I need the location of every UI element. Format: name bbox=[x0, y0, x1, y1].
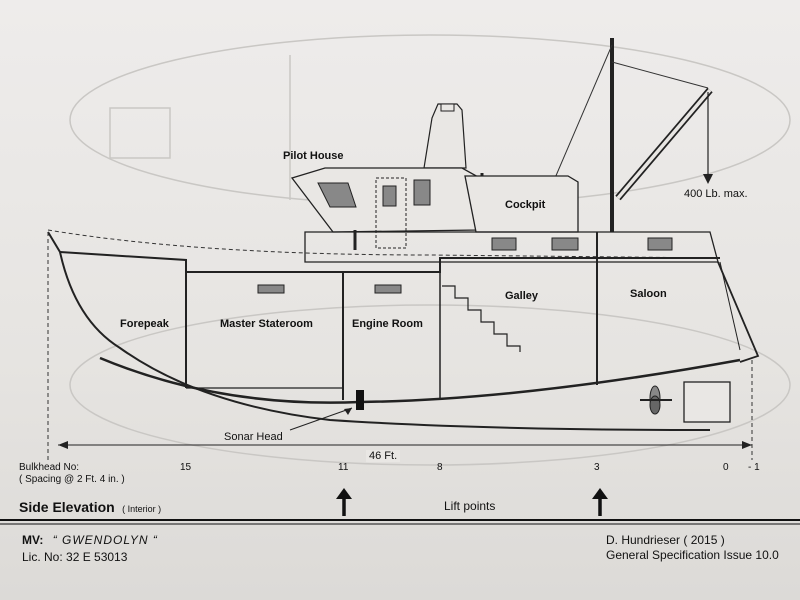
rudder bbox=[683, 381, 731, 423]
bulkhead-number-minus-1: - 1 bbox=[748, 462, 760, 473]
vessel-name: “ GWENDOLYN “ bbox=[52, 533, 158, 547]
sonar-leader bbox=[289, 407, 353, 431]
lift-point-arrow-aft bbox=[592, 488, 608, 516]
bulkhead-spacing: ( Spacing @ 2 Ft. 4 in. ) bbox=[19, 474, 125, 485]
label-cockpit: Cockpit bbox=[505, 199, 546, 211]
bulkhead-number-3: 3 bbox=[594, 462, 600, 473]
label-sonar-head: Sonar Head bbox=[224, 431, 283, 443]
label-overall-length: 46 Ft. bbox=[366, 450, 401, 462]
label-forepeak: Forepeak bbox=[120, 318, 169, 330]
label-saloon: Saloon bbox=[630, 288, 667, 300]
lift-points-label: Lift points bbox=[444, 499, 496, 513]
cabin-window-1 bbox=[491, 237, 517, 251]
bulkhead-label: Bulkhead No: bbox=[19, 462, 80, 473]
pilot-house-door-window bbox=[382, 185, 397, 207]
label-crane-capacity: 400 Lb. max. bbox=[684, 188, 748, 200]
cabin-window-2 bbox=[551, 237, 579, 251]
view-title-subtitle: ( Interior ) bbox=[122, 504, 162, 514]
label-master-stateroom: Master Stateroom bbox=[220, 318, 313, 330]
engine-room-port bbox=[374, 284, 402, 294]
pilot-house-door bbox=[375, 177, 407, 249]
spec-issue: General Specification Issue 10.0 bbox=[606, 548, 779, 562]
stateroom-port bbox=[257, 284, 285, 294]
lift-point-arrow-fore bbox=[336, 488, 352, 516]
view-title: Side Elevation ( Interior ) bbox=[19, 499, 161, 517]
bulkhead-number-0: 0 bbox=[723, 462, 729, 473]
hull bbox=[47, 231, 711, 431]
stack bbox=[423, 103, 467, 169]
crane-hoist-arrow bbox=[703, 174, 713, 184]
cabin-window-3 bbox=[647, 237, 673, 251]
galley-stairs bbox=[442, 285, 521, 352]
keel bbox=[99, 356, 741, 404]
cockpit-house bbox=[464, 175, 579, 233]
view-title-main: Side Elevation bbox=[19, 499, 115, 515]
stern bbox=[717, 261, 760, 363]
bulkhead-number-11: 11 bbox=[338, 462, 349, 473]
vessel-prefix: MV: bbox=[22, 533, 44, 547]
sonar-head bbox=[356, 390, 364, 410]
pilot-house-window-aft bbox=[413, 179, 431, 206]
bulkhead-number-15: 15 bbox=[180, 462, 192, 473]
pilot-house-window-fore bbox=[317, 182, 357, 208]
license-number: Lic. No: 32 E 53013 bbox=[22, 550, 128, 564]
vessel-name-line: MV: “ GWENDOLYN “ bbox=[22, 533, 158, 547]
propeller bbox=[640, 385, 672, 415]
mast-stay-aft bbox=[611, 61, 709, 89]
label-pilot-house: Pilot House bbox=[283, 150, 344, 162]
mast-stay-fore bbox=[554, 44, 613, 179]
bulkhead-number-8: 8 bbox=[437, 462, 443, 473]
author: D. Hundrieser ( 2015 ) bbox=[606, 533, 725, 547]
label-galley: Galley bbox=[505, 290, 539, 302]
sheer-line bbox=[47, 229, 721, 259]
label-engine-room: Engine Room bbox=[352, 318, 423, 330]
main-deck bbox=[59, 251, 720, 273]
